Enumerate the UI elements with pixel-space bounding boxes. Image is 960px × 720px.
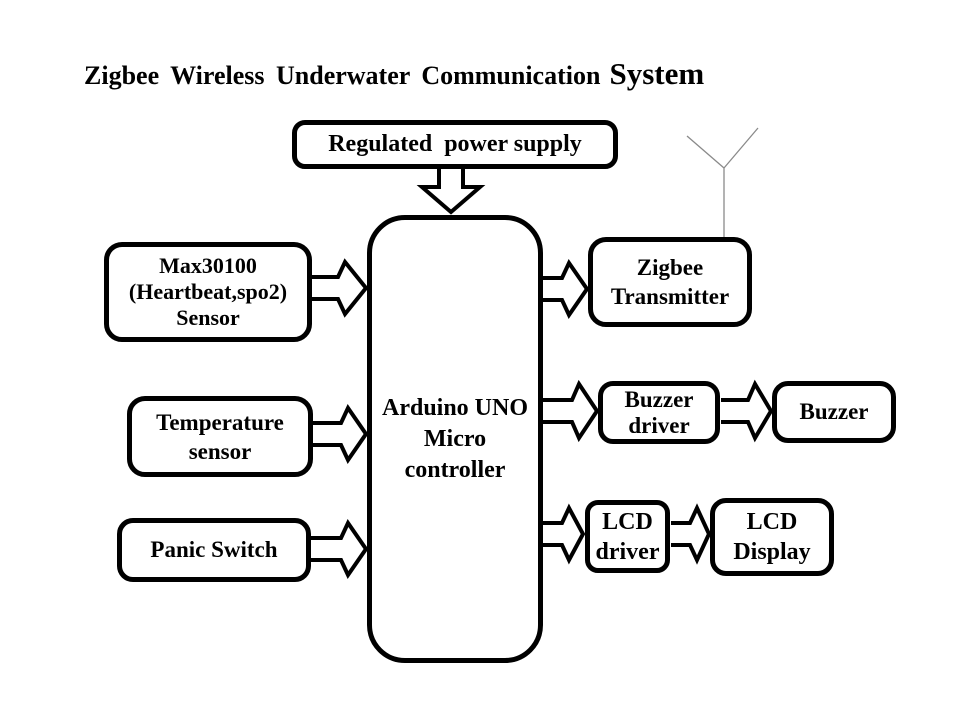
block-zigbee-transmitter: Zigbee Transmitter — [588, 237, 752, 327]
block-label-line: LCD — [746, 509, 798, 535]
arrow-panic-to-arduino — [311, 518, 369, 580]
diagram-title-text: Zigbee Wireless Underwater Communication — [84, 61, 601, 90]
block-label: Regulated power supply — [328, 131, 582, 157]
block-buzzer: Buzzer — [772, 381, 896, 443]
block-label-line: driver — [595, 538, 660, 565]
diagram-title-emphasis: System — [609, 56, 705, 91]
block-regulated-power-supply: Regulated power supply — [292, 120, 618, 169]
block-label-line: Buzzer — [624, 386, 694, 412]
block-arduino-uno-microcontroller: Arduino UNO Micro controller — [367, 215, 543, 663]
block-label-line: controller — [404, 456, 506, 483]
arrow-max30100-to-arduino — [312, 258, 369, 318]
arrow-arduino-to-lcd-driver — [543, 503, 586, 565]
block-label-line: Micro — [423, 425, 487, 452]
arrow-buzzer-driver-to-buzzer — [721, 379, 774, 443]
block-lcd-driver: LCD driver — [585, 500, 670, 573]
arrow-arduino-to-buzzer-driver — [543, 379, 600, 443]
diagram-title: Zigbee Wireless Underwater Communication… — [84, 56, 704, 92]
arrow-temperature-to-arduino — [313, 403, 369, 465]
block-label-line: Transmitter — [610, 284, 730, 309]
block-label-line: Max30100 — [159, 253, 257, 278]
block-label-line: Sensor — [176, 305, 240, 330]
block-label-line: LCD — [602, 508, 653, 535]
block-temperature-sensor: Temperature sensor — [127, 396, 313, 477]
block-label-line: Arduino UNO — [381, 394, 529, 421]
block-label-line: sensor — [188, 438, 252, 464]
arrow-power-to-arduino — [416, 168, 486, 215]
block-buzzer-driver: Buzzer driver — [598, 381, 720, 444]
block-label-line: (Heartbeat,spo2) — [128, 279, 288, 304]
block-label-line: driver — [628, 412, 690, 438]
block-panic-switch: Panic Switch — [117, 518, 311, 582]
block-label-line: Zigbee — [636, 255, 704, 280]
block-label-line: Display — [733, 539, 811, 565]
block-lcd-display: LCD Display — [710, 498, 834, 576]
block-label: Buzzer — [799, 399, 869, 424]
block-label: Panic Switch — [150, 537, 278, 562]
arrow-lcd-driver-to-lcd-display — [671, 503, 712, 565]
arrow-arduino-to-zigbee — [543, 258, 590, 320]
antenna-icon — [686, 127, 759, 237]
block-label-line: Temperature — [156, 409, 284, 435]
block-max30100-sensor: Max30100 (Heartbeat,spo2) Sensor — [104, 242, 312, 342]
